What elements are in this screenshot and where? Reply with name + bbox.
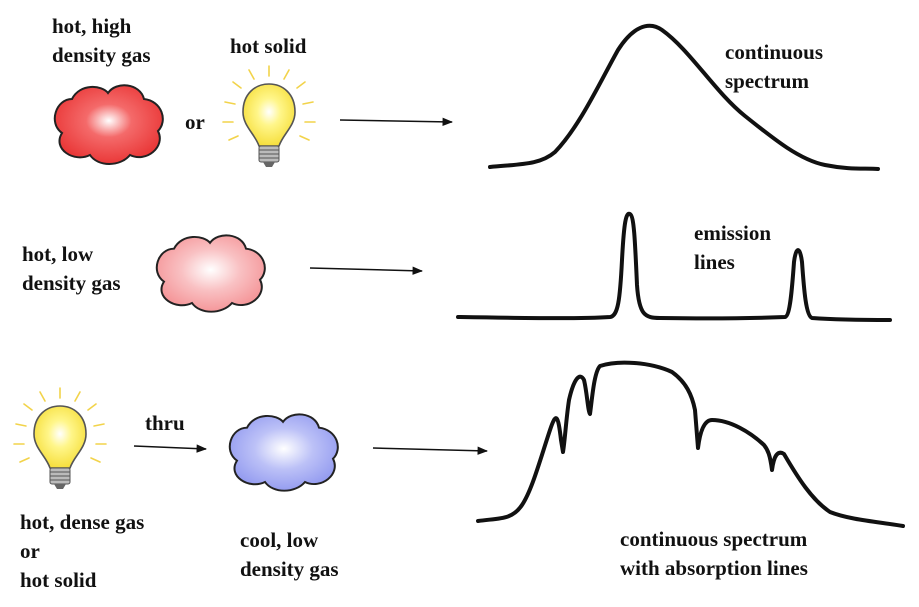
hot-solid-label: hot solid <box>230 34 307 58</box>
label-line: hot solid <box>20 568 97 592</box>
or-connector-label: or <box>185 110 205 134</box>
hot-dense-gas-or-hot-solid-label: hot, dense gas or hot solid <box>20 508 144 595</box>
arrow-to-absorption-spectrum <box>372 446 489 455</box>
label-line: with absorption lines <box>620 556 808 580</box>
emission-lines-curve <box>456 211 892 322</box>
continuous-spectrum-curve <box>488 23 880 171</box>
arrow-to-continuous-spectrum <box>339 117 454 127</box>
thru-label: thru <box>145 411 185 435</box>
label-line: or <box>20 539 40 563</box>
label-line: density gas <box>52 43 151 67</box>
emission-lines-label: emission lines <box>694 219 771 277</box>
hot-high-density-gas-label: hot, high density gas <box>52 12 151 70</box>
continuous-spectrum-label: continuous spectrum <box>725 38 823 96</box>
label-line: continuous spectrum <box>620 527 808 551</box>
light-bulb-icon <box>222 65 316 168</box>
arrow-to-emission-lines <box>309 266 424 275</box>
continuous-spectrum-with-absorption-lines-label: continuous spectrum with absorption line… <box>620 525 808 583</box>
light-bulb-icon <box>13 387 107 490</box>
label-line: density gas <box>240 557 339 581</box>
label-line: hot, high <box>52 14 132 38</box>
cool-low-density-gas-label: cool, low density gas <box>240 526 339 584</box>
label-line: continuous <box>725 40 824 64</box>
label-line: lines <box>694 250 735 274</box>
label-line: density gas <box>22 271 121 295</box>
arrow-thru-cool-gas <box>133 444 208 453</box>
label-line: hot, low <box>22 242 94 266</box>
label-line: spectrum <box>725 69 809 93</box>
hot-dense-gas-cloud-icon <box>53 84 164 165</box>
absorption-spectrum-curve <box>476 360 905 528</box>
label-line: hot, dense gas <box>20 510 145 534</box>
label-line: cool, low <box>240 528 319 552</box>
hot-low-density-gas-cloud-icon <box>155 234 266 313</box>
cool-gas-cloud-icon <box>228 413 339 492</box>
hot-low-density-gas-label: hot, low density gas <box>22 240 121 298</box>
label-line: emission <box>694 221 772 245</box>
